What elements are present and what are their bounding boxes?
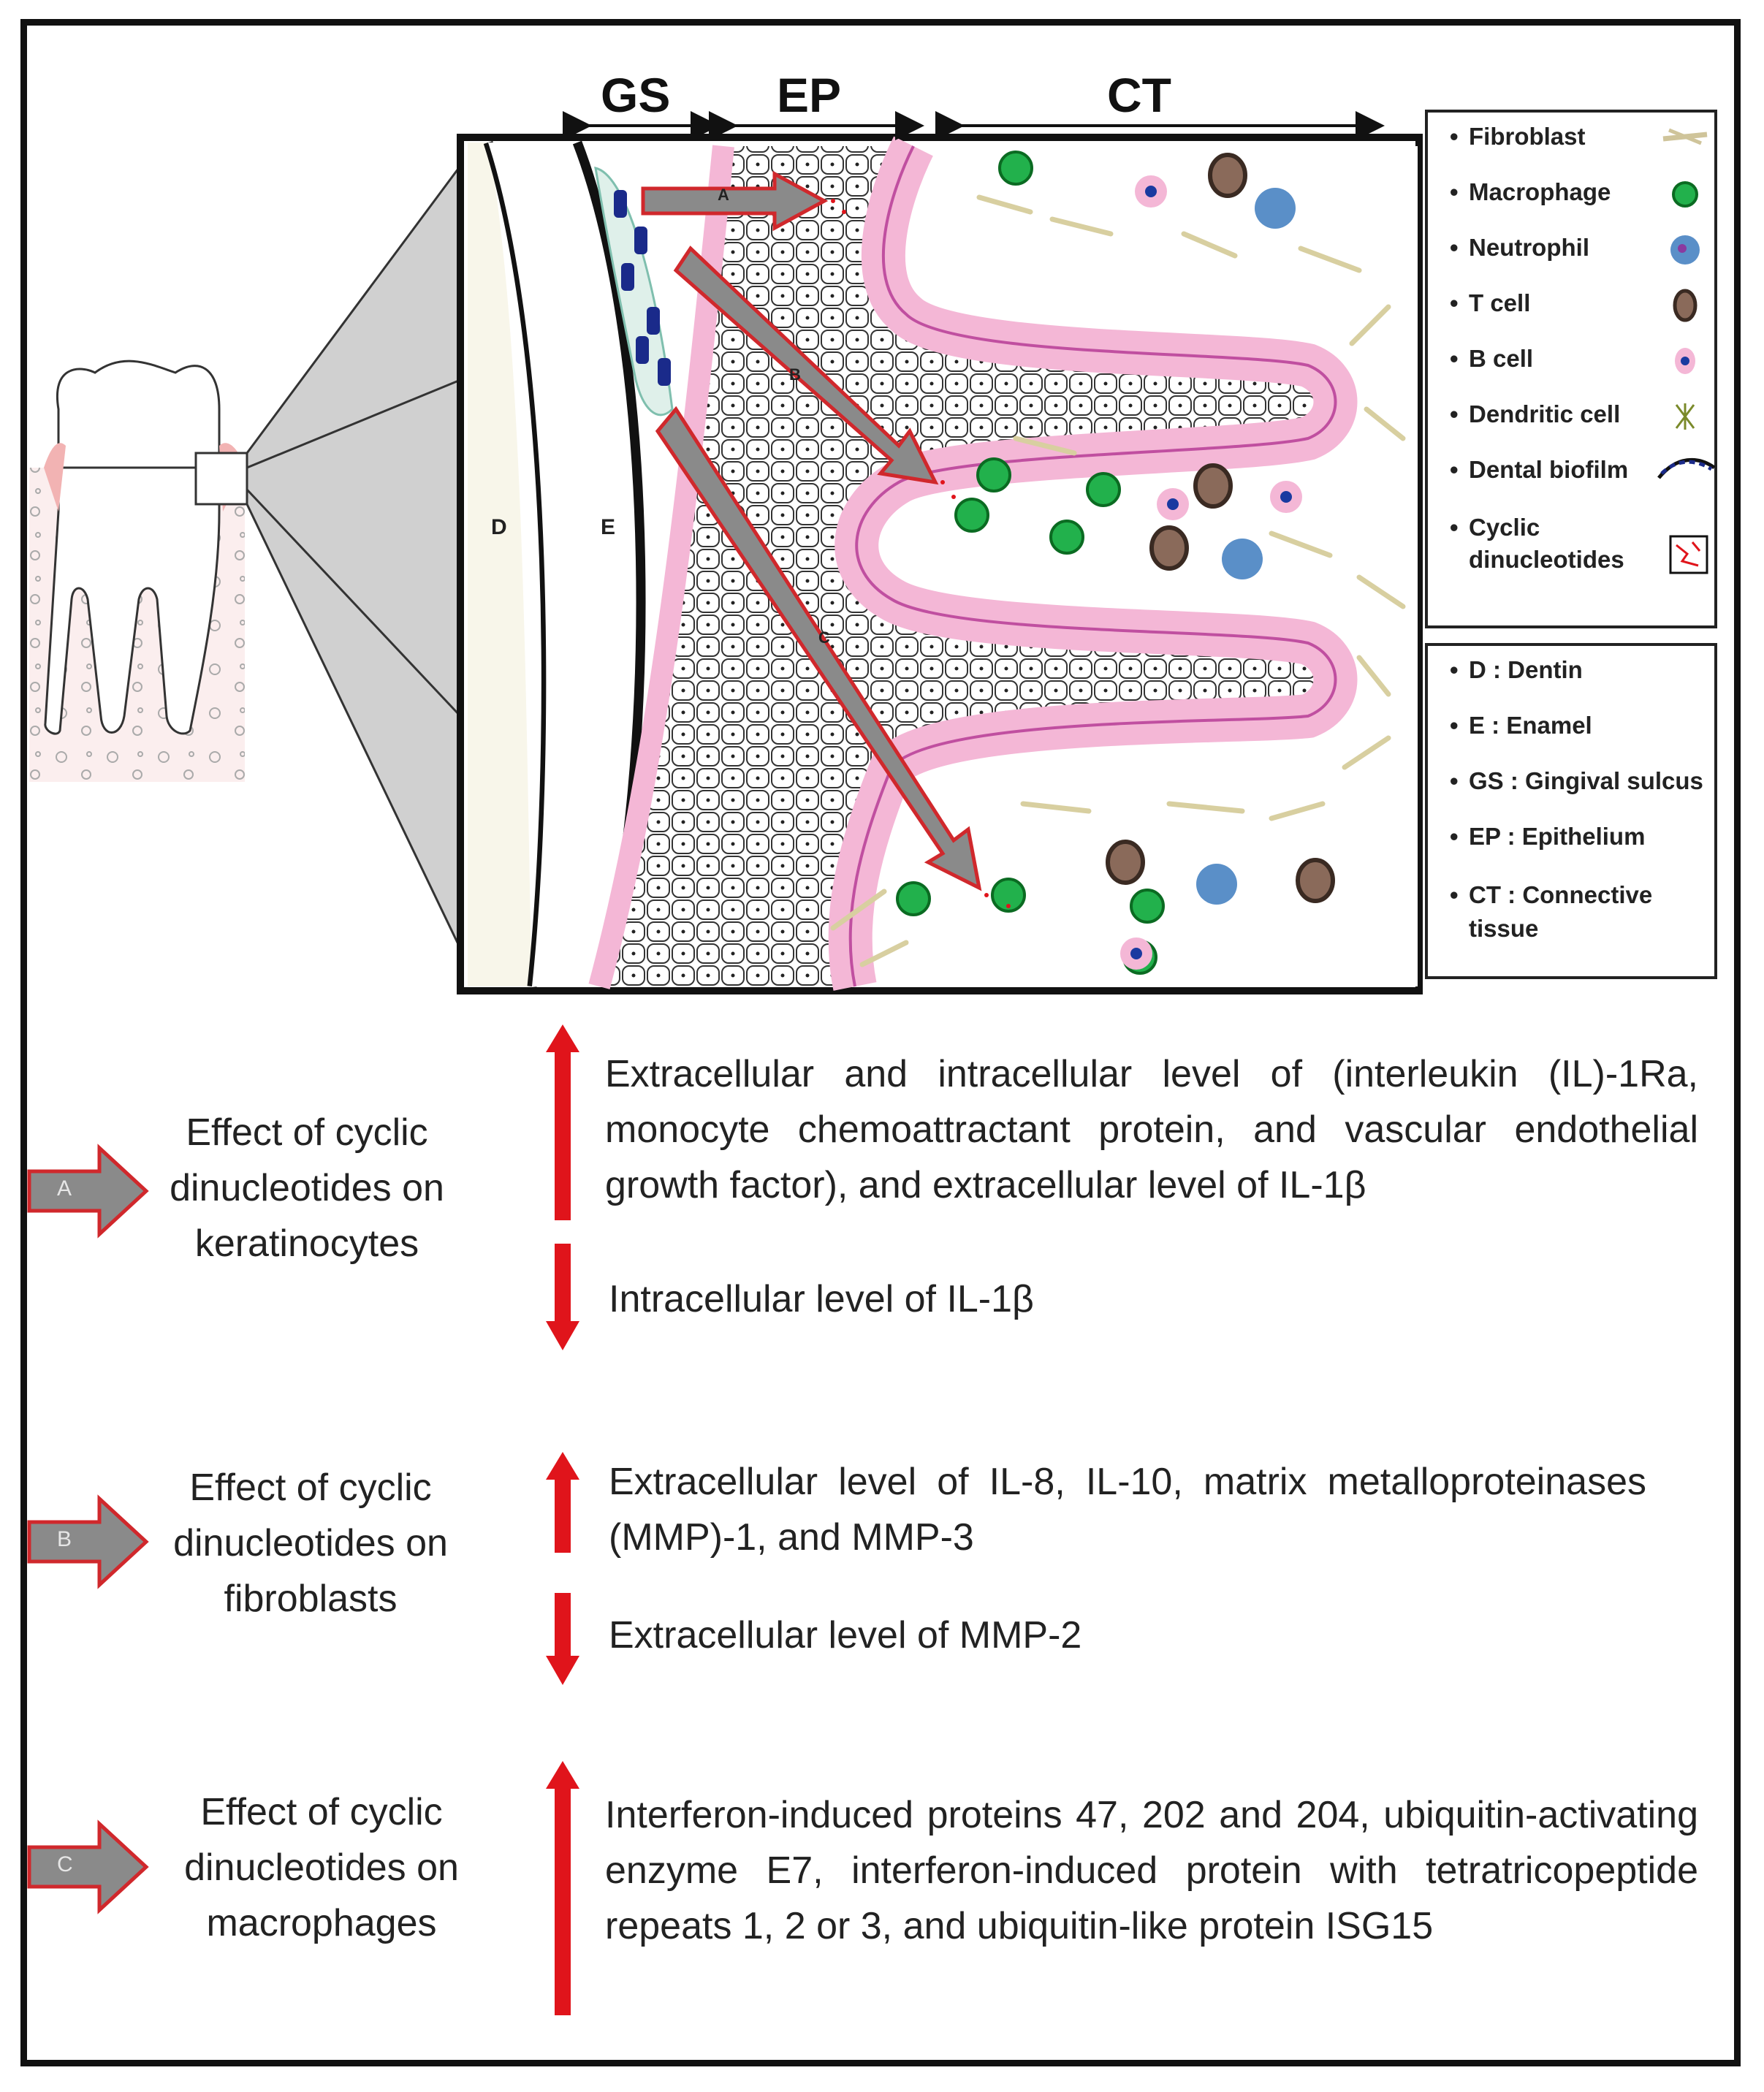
legend-item: •Dendritic cell xyxy=(1450,400,1621,427)
region-gs-label: GS xyxy=(601,68,671,122)
legend-item: •Fibroblast xyxy=(1450,123,1586,150)
ct-cells xyxy=(830,151,1406,975)
effect-up-fibroblasts: Extracellular level of IL-8, IL-10, matr… xyxy=(609,1461,1646,1559)
neutrophil-icon xyxy=(1670,235,1700,265)
effect-up-keratinocytes: Extracellular and intracellular level of… xyxy=(605,1053,1698,1206)
gingiva-illustration xyxy=(29,111,1423,994)
increase-arrow-icon xyxy=(546,1024,579,1220)
path-a-arrow-icon xyxy=(27,1144,149,1239)
legend-item: •GS : Gingival sulcus xyxy=(1450,767,1703,794)
region-ct-label: CT xyxy=(1107,68,1171,122)
enamel-label: E xyxy=(601,515,616,539)
legend-item: •Macrophage xyxy=(1450,178,1611,205)
cyclic-dinucleotides-icon xyxy=(1669,535,1708,574)
legend-item: •EP : Epithelium xyxy=(1450,823,1646,850)
path-c-label: C xyxy=(818,628,830,647)
path-a-arrow-label: A xyxy=(57,1176,72,1201)
path-a-label: A xyxy=(718,186,729,204)
path-c-arrow-label: C xyxy=(57,1852,73,1876)
effect-title-macrophages: Effect of cyclic dinucleotides on macrop… xyxy=(184,1791,459,1944)
effect-title-fibroblasts: Effect of cyclic dinucleotides on fibrob… xyxy=(173,1467,448,1620)
path-arrows xyxy=(641,170,982,891)
path-b-arrow-label: B xyxy=(57,1527,72,1551)
effect-down-keratinocytes: Intracellular level of IL-1β xyxy=(609,1278,1034,1320)
decrease-arrow-icon xyxy=(546,1244,579,1350)
path-b-arrow-icon xyxy=(27,1494,149,1589)
decrease-arrow-icon xyxy=(546,1593,579,1685)
dentin-label: D xyxy=(491,515,507,539)
path-b-label: B xyxy=(789,365,801,384)
path-c-arrow-icon xyxy=(27,1819,149,1914)
fibroblast-icon xyxy=(1662,128,1708,145)
b-cell-icon xyxy=(1675,348,1695,374)
tooth-drawing xyxy=(29,360,248,782)
legend-item: •T cell xyxy=(1450,289,1531,316)
macrophage-icon xyxy=(1672,181,1698,208)
legend-item: •B cell xyxy=(1450,345,1534,372)
legend-item: •Neutrophil xyxy=(1450,234,1589,261)
legend-item: •E : Enamel xyxy=(1450,712,1592,739)
effect-down-fibroblasts: Extracellular level of MMP-2 xyxy=(609,1614,1082,1657)
legend-item: •CT : Connective tissue xyxy=(1450,881,1653,942)
dental-biofilm-icon xyxy=(1657,457,1716,479)
effect-title-keratinocytes: Effect of cyclic dinucleotides on kerati… xyxy=(170,1111,444,1265)
cell-legend: •Fibroblast •Macrophage •Neutrophil •T c… xyxy=(1425,110,1717,628)
dendritic-cell-icon xyxy=(1675,403,1695,430)
region-ep-label: EP xyxy=(777,68,842,122)
increase-arrow-icon xyxy=(546,1452,579,1553)
legend-item: •D : Dentin xyxy=(1450,656,1583,683)
legend-item: •Dental biofilm xyxy=(1450,456,1629,483)
abbreviation-legend: •D : Dentin •E : Enamel •GS : Gingival s… xyxy=(1425,643,1717,979)
increase-arrow-icon xyxy=(546,1761,579,2015)
legend-item: •Cyclic dinucleotides xyxy=(1450,514,1624,573)
t-cell-icon xyxy=(1673,289,1698,322)
effect-up-macrophages: Interferon-induced proteins 47, 202 and … xyxy=(605,1794,1698,1947)
